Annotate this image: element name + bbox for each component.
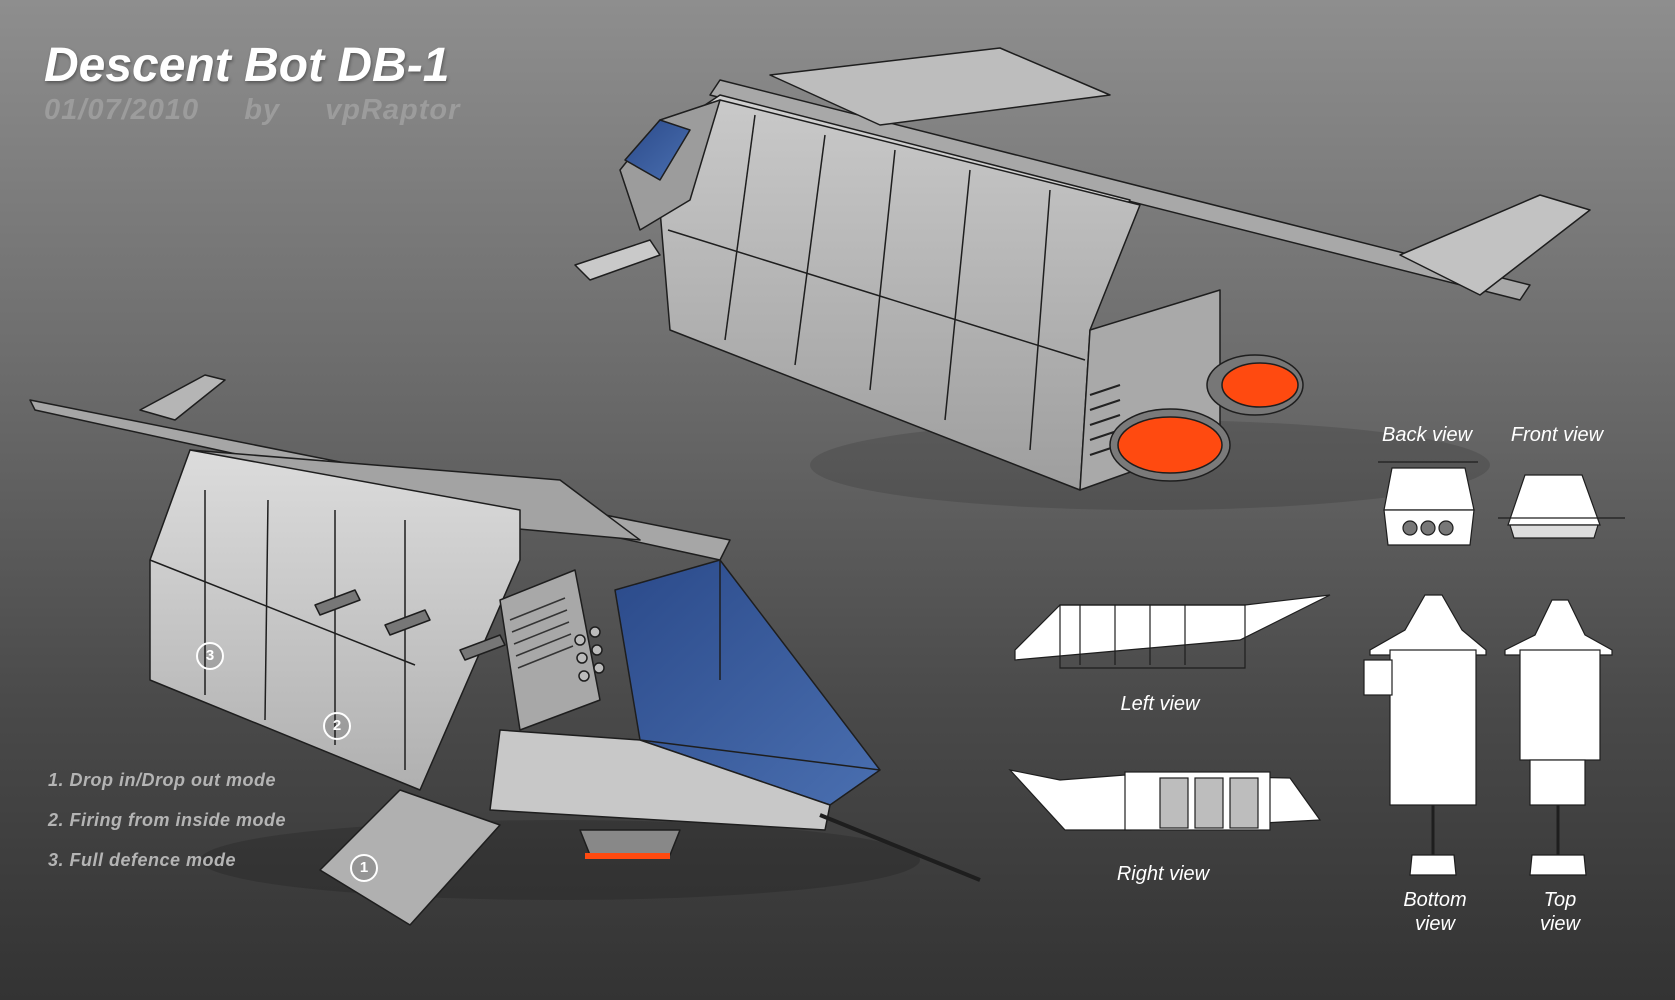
ortho-top-view — [1504, 599, 1613, 876]
ortho-bottom-view — [1363, 594, 1487, 876]
page-title: Descent Bot DB-1 — [44, 39, 450, 92]
model-open-perspective — [29, 374, 981, 926]
mode-badge-3: 3 — [196, 642, 224, 670]
by-label: by — [244, 94, 281, 126]
label-top-line1: Top — [1543, 889, 1577, 911]
model-closed-perspective — [574, 47, 1591, 510]
label-bottom-line1: Bottom — [1403, 889, 1467, 911]
label-front-view: Front view — [1510, 424, 1604, 446]
author: vpRaptor — [325, 94, 461, 126]
label-bottom-view: Bottom view — [1380, 888, 1490, 936]
label-right-view: Right view — [1116, 863, 1210, 885]
ortho-front-view — [1498, 474, 1625, 539]
mode-item: 3. Full defence mode — [48, 850, 237, 870]
date: 01/07/2010 — [44, 94, 200, 126]
mode-badge-2: 2 — [323, 712, 351, 740]
label-top-view: Top view — [1505, 888, 1615, 936]
mode-badge-1: 1 — [350, 854, 378, 882]
mode-item: 2. Firing from inside mode — [48, 810, 287, 830]
ortho-left-view — [1014, 594, 1331, 669]
mode-list: 1. Drop in/Drop out mode 2. Firing from … — [48, 770, 286, 890]
mode-item: 1. Drop in/Drop out mode — [48, 770, 276, 790]
label-left-view: Left view — [1120, 693, 1200, 715]
ortho-right-view — [1008, 769, 1322, 831]
subtitle: 01/07/2010 by vpRaptor — [44, 94, 482, 127]
label-top-line2: view — [1539, 913, 1580, 935]
label-bottom-line2: view — [1414, 913, 1455, 935]
ortho-back-view — [1378, 461, 1478, 546]
label-back-view: Back view — [1381, 424, 1473, 446]
